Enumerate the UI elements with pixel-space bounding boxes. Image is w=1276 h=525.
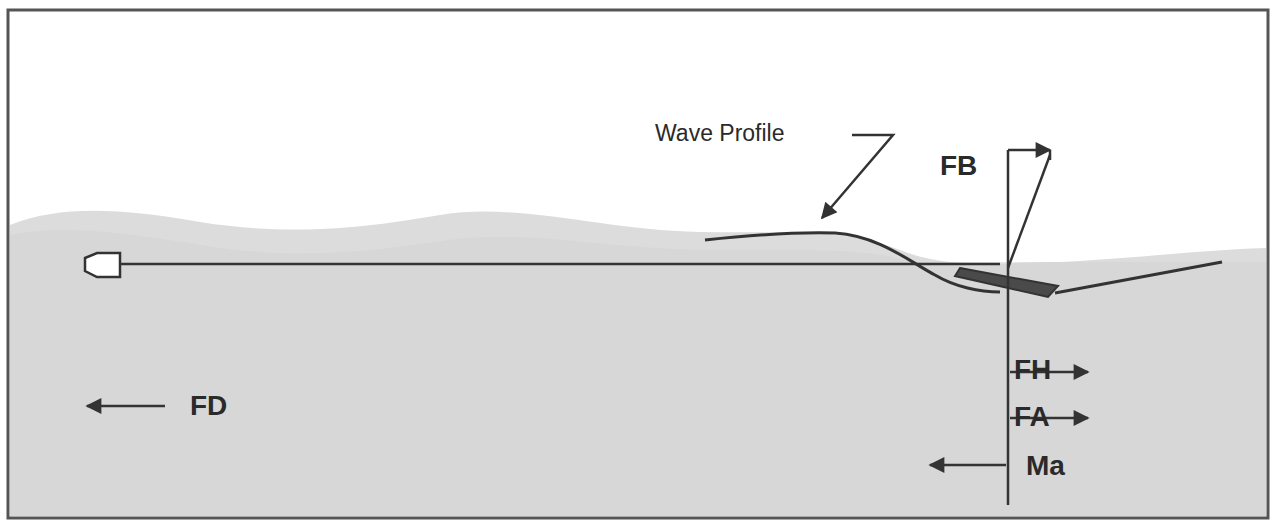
callout-label: Wave Profile <box>655 122 785 145</box>
water-shade <box>10 230 1266 516</box>
moment-label: Ma <box>1026 452 1065 480</box>
force-arrow <box>1008 155 1050 268</box>
frame <box>8 10 1268 518</box>
force-label: FD <box>190 392 227 420</box>
reference-line <box>1007 150 1010 505</box>
tow-line <box>120 263 1000 266</box>
board <box>955 268 1058 297</box>
force-arrow <box>87 405 165 408</box>
wave-profile <box>1055 262 1222 293</box>
force-label: FA <box>1014 403 1050 431</box>
force-label: FH <box>1014 356 1051 384</box>
force-arrow <box>930 464 1006 467</box>
force-label: FB <box>940 152 977 180</box>
water <box>10 211 1266 516</box>
boat <box>85 253 120 277</box>
wave-profile <box>705 233 1000 292</box>
force-arrow <box>1049 150 1052 160</box>
force-arrow <box>1008 149 1050 152</box>
leader-line <box>822 135 893 218</box>
